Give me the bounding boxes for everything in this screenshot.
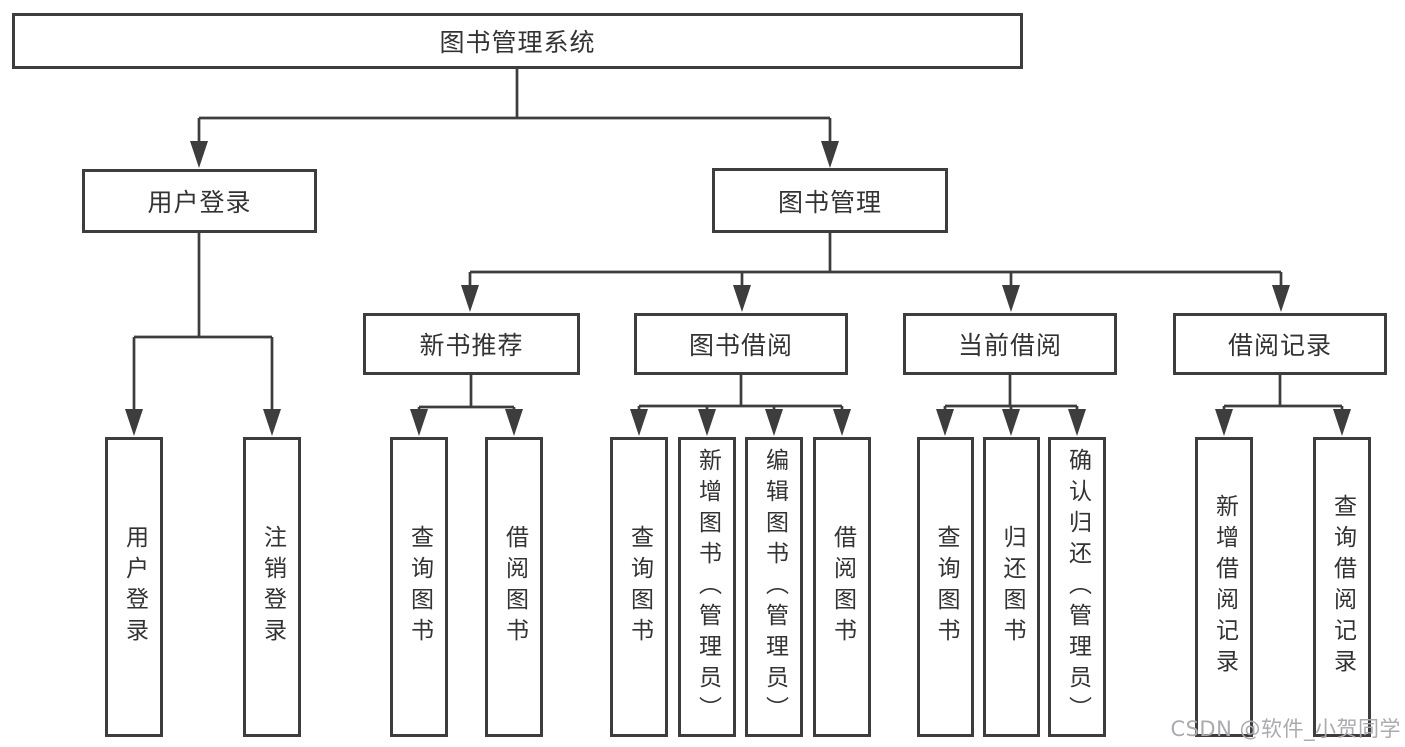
node-leaf-current-confirm-return: 确认归还（管理员） (1048, 437, 1106, 737)
csdn-watermark: CSDN @软件_小贺同学 (1170, 717, 1401, 741)
node-label: 用户登录 (147, 188, 252, 217)
connector-root-to-level2 (190, 69, 839, 168)
node-user-login: 用户登录 (82, 169, 317, 233)
node-label: 新增图书（管理员） (694, 447, 721, 727)
node-borrowing-records: 借阅记录 (1173, 313, 1387, 375)
node-leaf-records-add-record: 新增借阅记录 (1195, 437, 1253, 737)
node-label: 借阅图书 (829, 525, 856, 649)
node-label: 图书管理 (777, 187, 882, 217)
node-leaf-current-return-books: 归还图书 (983, 437, 1040, 737)
node-leaf-borrowing-query-books: 查询图书 (610, 437, 668, 737)
node-label: 查询图书 (933, 525, 959, 649)
node-new-book-recommend: 新书推荐 (363, 313, 580, 375)
node-label: 确认归还（管理员） (1064, 447, 1091, 727)
node-leaf-recommend-borrow-books: 借阅图书 (485, 437, 543, 737)
node-label: 借阅记录 (1227, 331, 1332, 360)
node-current-borrowing: 当前借阅 (903, 313, 1117, 375)
node-book-management-system: 图书管理系统 (12, 13, 1023, 69)
node-label: 新书推荐 (419, 331, 524, 360)
node-label: 借阅图书 (501, 525, 528, 649)
node-label: 查询图书 (626, 525, 653, 649)
node-leaf-recommend-query-books: 查询图书 (390, 437, 448, 737)
node-leaf-borrowing-borrow-books: 借阅图书 (813, 437, 871, 737)
node-label: 当前借阅 (957, 331, 1062, 360)
node-label: 图书管理系统 (439, 28, 596, 57)
connector-bookmgmt-to-level3 (461, 233, 1290, 312)
connector-records-to-leaves (1215, 375, 1351, 436)
connector-borrowing-to-leaves (630, 375, 851, 436)
node-leaf-logout: 注销登录 (243, 437, 301, 737)
node-leaf-borrowing-add-books: 新增图书（管理员） (678, 437, 736, 737)
node-label: 新增借阅记录 (1211, 494, 1238, 680)
node-label: 注销登录 (259, 525, 286, 649)
node-leaf-user-login: 用户登录 (105, 437, 163, 737)
node-label: 编辑图书（管理员） (761, 447, 788, 727)
node-label: 查询借阅记录 (1329, 494, 1356, 680)
connector-current-to-leaves (936, 375, 1086, 436)
node-label: 归还图书 (999, 525, 1025, 649)
connector-userlogin-to-leaves (125, 233, 281, 436)
node-label: 用户登录 (121, 525, 148, 649)
node-label: 查询图书 (406, 525, 433, 649)
node-leaf-borrowing-edit-books: 编辑图书（管理员） (745, 437, 803, 737)
node-book-borrowing: 图书借阅 (634, 313, 848, 375)
node-leaf-current-query-books: 查询图书 (917, 437, 974, 737)
node-label: 图书借阅 (688, 331, 793, 360)
connector-recommend-to-leaves (410, 375, 523, 436)
node-book-management: 图书管理 (712, 168, 948, 233)
node-leaf-records-query-record: 查询借阅记录 (1313, 437, 1371, 737)
